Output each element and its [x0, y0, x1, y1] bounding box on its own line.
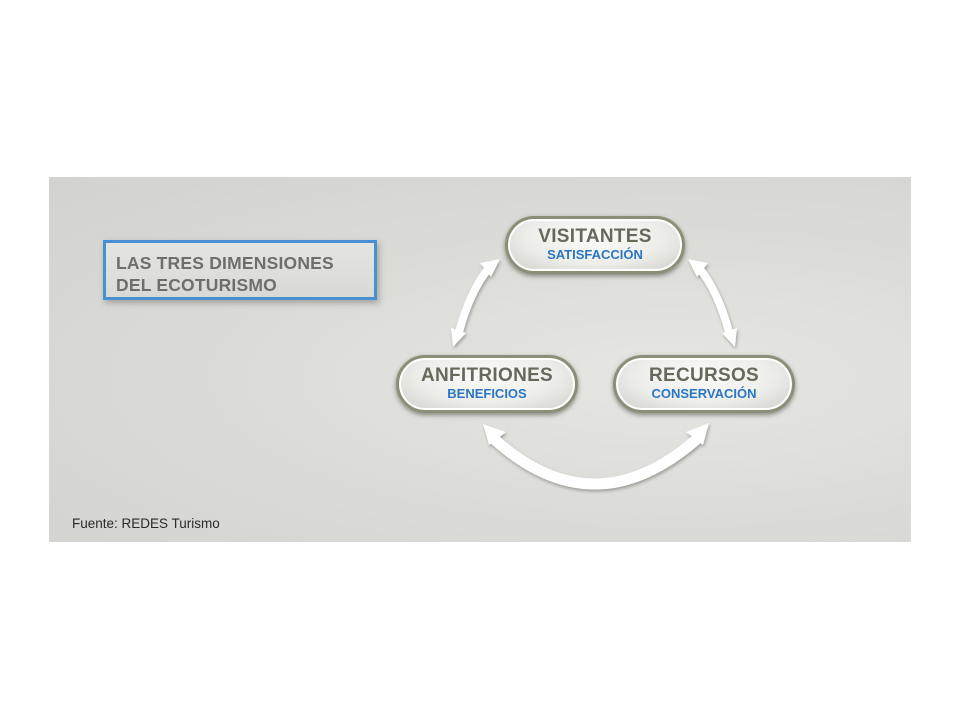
node-anfitriones: ANFITRIONES BENEFICIOS [396, 355, 578, 413]
diagram-title-box: LAS TRES DIMENSIONES DEL ECOTURISMO [103, 240, 377, 300]
connection-arrows [451, 259, 737, 490]
diagram-panel: LAS TRES DIMENSIONES DEL ECOTURISMO [49, 177, 911, 542]
arrow-visitantes-recursos [688, 259, 737, 347]
title-line-1: LAS TRES DIMENSIONES [116, 253, 334, 273]
node-visitantes-sublabel: SATISFACCIÓN [547, 247, 643, 262]
node-recursos-sublabel: CONSERVACIÓN [651, 386, 757, 401]
node-anfitriones-sublabel: BENEFICIOS [447, 386, 527, 401]
arrow-anfitriones-recursos [483, 423, 709, 490]
node-visitantes: VISITANTES SATISFACCIÓN [505, 216, 685, 274]
node-visitantes-label: VISITANTES [538, 226, 652, 247]
node-recursos-label: RECURSOS [648, 365, 760, 386]
title-line-2: DEL ECOTURISMO [116, 275, 277, 295]
source-note: Fuente: REDES Turismo [72, 516, 220, 531]
arrow-visitantes-anfitriones [451, 259, 500, 347]
node-recursos: RECURSOS CONSERVACIÓN [613, 355, 795, 413]
node-anfitriones-label: ANFITRIONES [420, 365, 554, 386]
